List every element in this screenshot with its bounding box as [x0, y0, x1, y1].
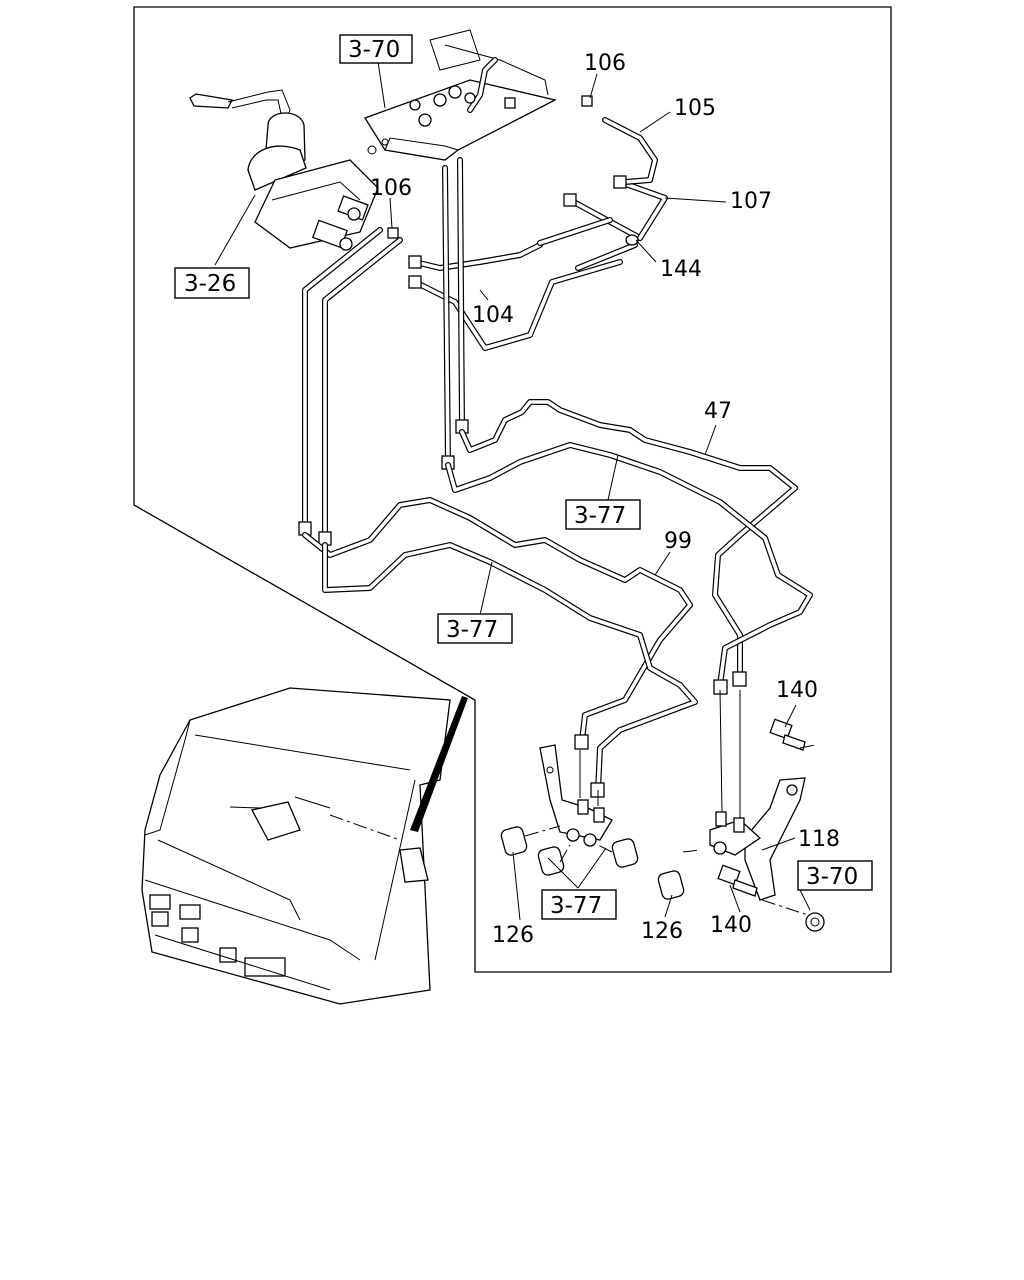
callout-105: 105 — [674, 96, 716, 121]
callout-107: 107 — [730, 189, 772, 214]
leader-lines — [214, 61, 811, 921]
bracket-118 — [657, 689, 825, 932]
callout-126-right: 126 — [641, 919, 683, 944]
ref-3-70-bottom: 3-70 — [806, 864, 858, 890]
callout-140-bottom: 140 — [710, 913, 752, 938]
callout-144: 144 — [660, 257, 702, 282]
callout-106-lever: 106 — [370, 176, 412, 201]
callout-140-top: 140 — [776, 678, 818, 703]
ref-3-77-middle: 3-77 — [574, 503, 626, 529]
ref-3-70-top: 3-70 — [348, 37, 400, 63]
callout-99: 99 — [664, 529, 692, 554]
shift-lever-assembly — [189, 89, 379, 251]
magnify-pointer — [410, 696, 468, 832]
diagram-border — [133, 6, 892, 973]
valve-plate-assembly — [364, 29, 557, 161]
ref-3-77-left: 3-77 — [446, 617, 498, 643]
truck-cab-inset — [141, 687, 468, 1005]
callout-106-top: 106 — [584, 51, 626, 76]
callout-47: 47 — [704, 399, 732, 424]
lower-left-bracket — [500, 744, 639, 876]
ref-3-77-bottom: 3-77 — [550, 893, 602, 919]
callout-118: 118 — [798, 827, 840, 852]
vertical-pipes — [298, 157, 469, 546]
pipe-47-route — [445, 399, 813, 695]
pipe-99-route — [302, 497, 698, 798]
ref-3-26: 3-26 — [184, 271, 236, 297]
callout-126-left: 126 — [492, 923, 534, 948]
callout-104: 104 — [472, 303, 514, 328]
upper-pipes — [387, 95, 668, 351]
